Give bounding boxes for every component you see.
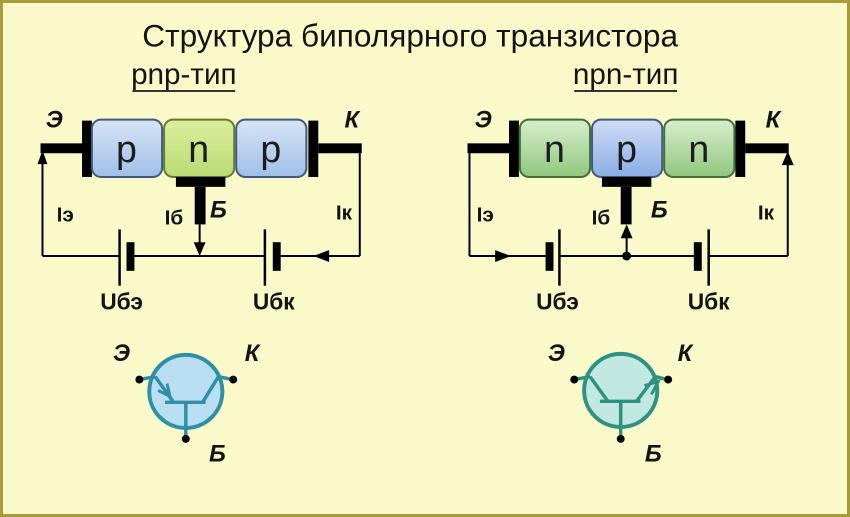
npn-symbol-emitter-dot [570, 375, 579, 384]
pnp-current-ik: Iк [336, 201, 353, 224]
npn-structure-diagram: Э К n p n Б Iэ Iб Iк [467, 108, 794, 314]
pnp-base-contact [175, 176, 226, 187]
pnp-block-letter-3: p [260, 128, 281, 170]
npn-base-label: Б [651, 197, 668, 223]
npn-symbol-collector-arrow [644, 379, 662, 396]
pnp-symbol-base-dot [181, 434, 190, 443]
pnp-circuit-wires [37, 150, 361, 262]
pnp-block-letter-2: n [188, 128, 209, 170]
pnp-voltage-ube: Uбэ [100, 288, 143, 314]
pnp-collector-electrode [308, 120, 319, 177]
npn-emitter-label: Э [475, 108, 492, 134]
diagram-svg: Структура биполярного транзистора pnp-ти… [37, 17, 794, 468]
pnp-region-p1 [90, 118, 164, 178]
npn-block-letter-3: n [688, 128, 709, 170]
pnp-symbol-emitter-arrow [157, 383, 173, 400]
npn-current-ib: Iб [592, 206, 611, 229]
npn-current-ie: Iэ [477, 203, 494, 226]
pnp-symbol-emitter-dot [135, 375, 144, 384]
pnp-base-stem [194, 186, 206, 225]
npn-symbol-collector-dot [664, 375, 673, 384]
pnp-symbol-base-label: Б [209, 442, 226, 468]
pnp-emitter-label: Э [46, 108, 63, 134]
npn-current-ik: Iк [758, 201, 775, 224]
pnp-emitter-electrode [82, 120, 92, 177]
pnp-block-letter-1: p [116, 128, 137, 170]
pnp-collector-current-arrow [313, 250, 330, 262]
npn-symbol-emitter-label: Э [548, 341, 565, 367]
npn-battery-ubk [693, 229, 710, 286]
npn-block-letter-2: p [616, 128, 637, 170]
npn-region-n2 [663, 118, 736, 178]
pnp-voltage-ubk: Uбк [253, 288, 295, 314]
npn-base-contact [601, 176, 652, 187]
pnp-symbol-emitter-label: Э [113, 341, 130, 367]
pnp-current-ib: Iб [165, 206, 184, 229]
npn-voltage-ubk: Uбк [688, 288, 730, 314]
npn-block-letter-1: n [544, 128, 565, 170]
npn-collector-lead [745, 143, 789, 154]
pnp-symbol-collector-label: К [245, 341, 261, 367]
pnp-battery-ube [118, 229, 135, 286]
npn-symbol-base-dot [616, 434, 625, 443]
npn-emitter-current-arrow [495, 250, 511, 262]
pnp-base-label: Б [210, 197, 227, 223]
pnp-emitter-current-arrow [37, 150, 48, 165]
pnp-collector-lead [318, 143, 362, 154]
npn-circuit-wires [468, 151, 794, 262]
pnp-structure-diagram: Э К p n p Б Iэ Iб Iк [37, 108, 362, 314]
npn-voltage-ube: Uбэ [536, 288, 579, 314]
npn-emitter-electrode [509, 120, 519, 177]
npn-heading: npn-тип [573, 58, 679, 91]
npn-base-current-arrow [620, 224, 633, 239]
npn-region-n1 [518, 118, 592, 178]
npn-base-stem [620, 186, 632, 225]
pnp-base-current-arrow [193, 242, 206, 257]
npn-collector-label: К [766, 108, 782, 134]
npn-battery-ube [545, 229, 561, 286]
pnp-current-ie: Iэ [57, 203, 74, 226]
pnp-region-p2 [235, 118, 308, 178]
pnp-heading: pnp-тип [131, 58, 237, 91]
pnp-symbol-collector-dot [229, 375, 238, 384]
npn-symbol-base-label: Б [645, 442, 662, 468]
npn-emitter-lead [467, 143, 511, 154]
npn-symbol-collector-label: К [678, 341, 694, 367]
pnp-battery-ubk [263, 229, 281, 286]
pnp-symbol: Э К Б [113, 341, 261, 468]
npn-symbol: Э К Б [548, 341, 694, 468]
npn-collector-current-arrow [781, 151, 794, 166]
pnp-collector-label: К [345, 108, 361, 134]
page-title: Структура биполярного транзистора [142, 17, 678, 53]
pnp-emitter-lead [40, 143, 86, 154]
npn-collector-electrode [735, 120, 746, 177]
